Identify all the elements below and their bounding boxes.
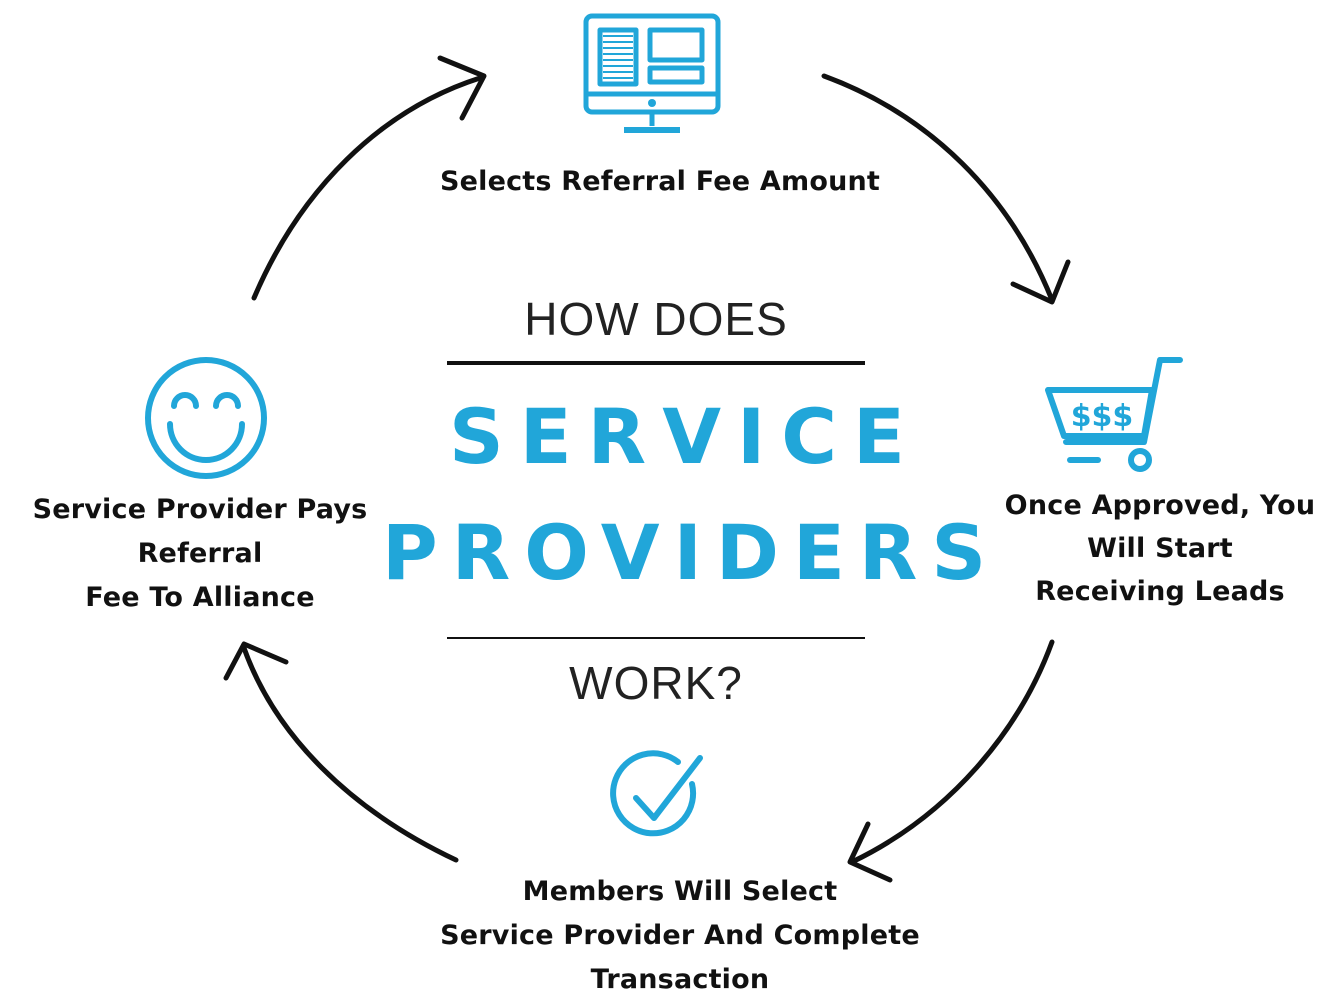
heading-work: WORK? — [569, 657, 743, 709]
arrow-left-to-top-head — [437, 55, 487, 121]
checkmark-circle-icon — [610, 750, 703, 837]
step-label-receive-leads: Once Approved, You Will Start Receiving … — [990, 484, 1319, 613]
step-label-line: Selects Referral Fee Amount — [439, 166, 881, 197]
arrow-bottom-to-left-head — [223, 641, 289, 681]
step-label-line: Once Approved, You — [1004, 490, 1316, 521]
arrow-top-to-right-head — [1010, 259, 1071, 305]
step-label-line: Will Start — [1087, 533, 1233, 564]
arrow-top-to-right — [821, 73, 1055, 303]
arrow-right-to-bottom-head — [847, 821, 893, 883]
step-label-line: Service Provider Pays — [32, 494, 368, 525]
cart-price-text: $$$ — [1071, 399, 1134, 434]
smiley-face-icon — [145, 357, 267, 479]
step-label-select-fee: Selects Referral Fee Amount — [405, 160, 915, 204]
step-label-line: Fee To Alliance — [85, 582, 315, 613]
step-label-line: Receiving Leads — [1035, 576, 1285, 607]
title-word-providers: PROVIDERS — [382, 508, 1001, 597]
step-label-pay-fee: Service Provider Pays Referral Fee To Al… — [10, 488, 390, 620]
step-label-line: Referral — [137, 538, 263, 569]
arrow-left-to-top — [251, 75, 483, 301]
arrow-right-to-bottom — [849, 639, 1055, 865]
arrow-bottom-to-left — [241, 645, 459, 863]
step-label-line: Members Will Select — [522, 876, 838, 907]
step-label-line: Service Provider And Complete — [440, 920, 920, 951]
monitor-icon — [583, 13, 721, 133]
divider-bottom — [447, 637, 865, 639]
divider-top — [447, 361, 865, 365]
title-word-service: SERVICE — [449, 392, 921, 481]
step-label-line: Transaction — [590, 964, 770, 995]
step-label-complete-transaction: Members Will Select Service Provider And… — [400, 870, 960, 1002]
shopping-cart-icon: $$$ — [1045, 357, 1183, 472]
heading-how-does: HOW DOES — [524, 293, 788, 345]
